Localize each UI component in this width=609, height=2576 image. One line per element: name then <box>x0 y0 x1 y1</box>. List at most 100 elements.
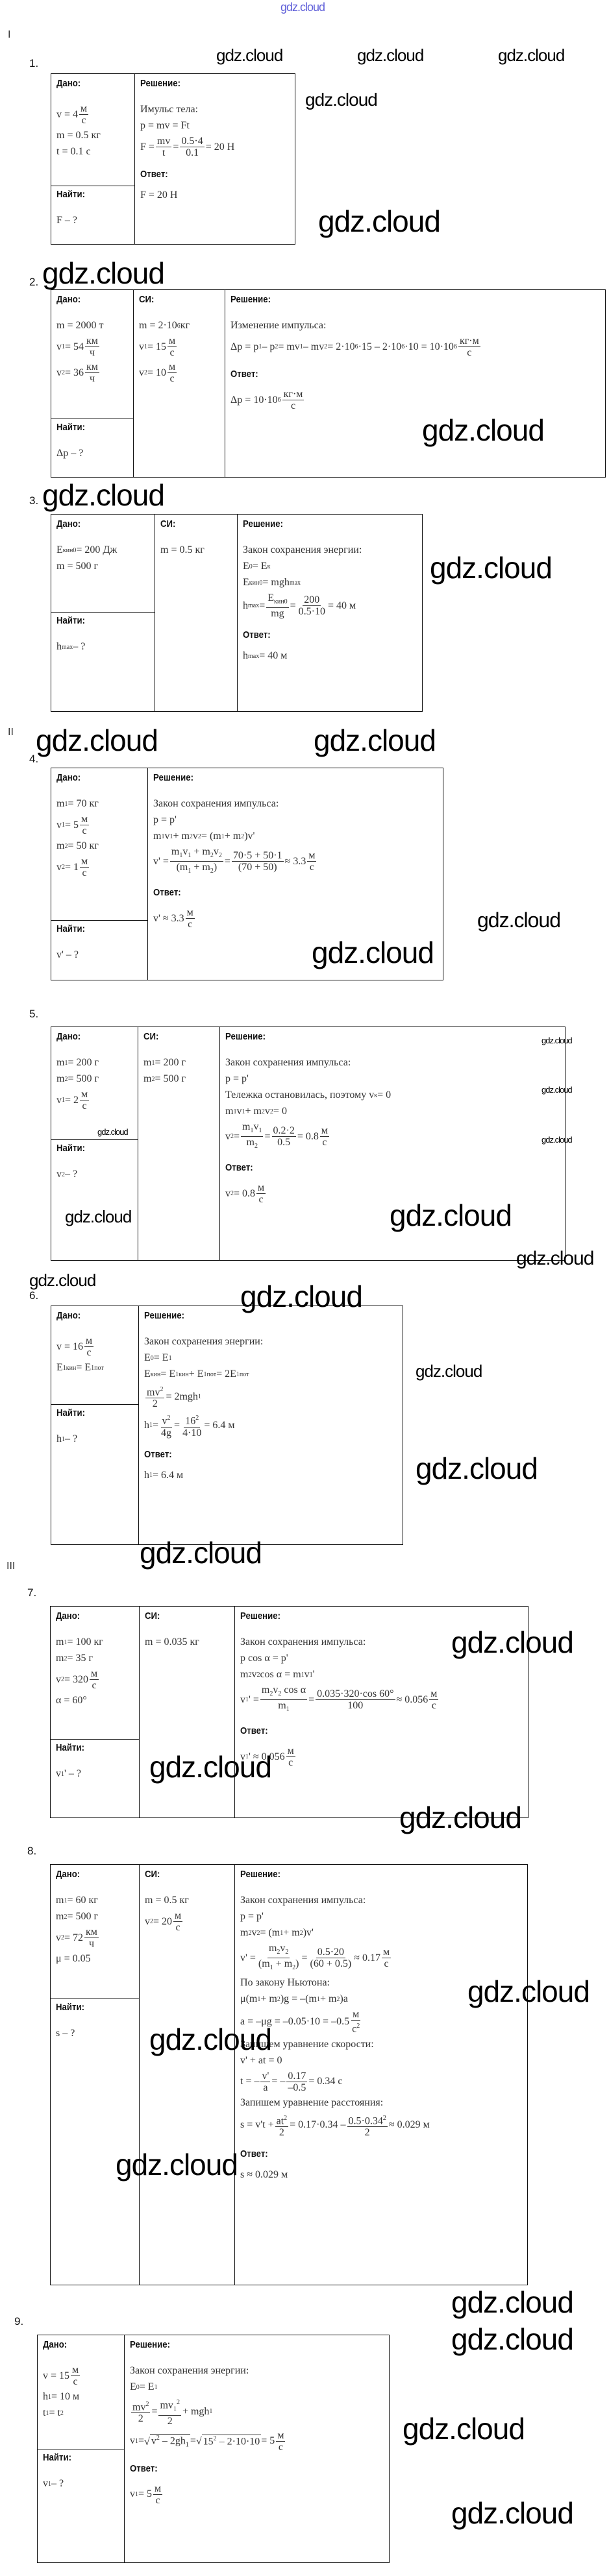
si-heading: СИ: <box>145 1610 160 1622</box>
radicand: 152 – 2·10·10 <box>201 2434 262 2448</box>
formula-text: ' – ? <box>64 1768 81 1779</box>
subscript: 1кин <box>175 1370 189 1378</box>
formula-text: p = mv = Ft <box>140 120 190 131</box>
subscript: 2 <box>210 868 214 875</box>
formula-text: = 500 г <box>67 1911 99 1922</box>
formula-text: ' <box>312 1669 315 1680</box>
given-heading: Дано: <box>56 772 81 783</box>
formula-text: ≈ 0.056 <box>396 1694 429 1705</box>
formula-text: м <box>81 856 88 867</box>
denominator: –0.5 <box>286 2082 307 2093</box>
denominator: с <box>258 1194 265 1205</box>
formula-text: м <box>277 2429 284 2441</box>
task-number: 7. <box>27 1586 37 1599</box>
formula-text: v' <box>262 2070 269 2082</box>
denominator: 4g <box>160 1428 173 1439</box>
formula-text: 100 <box>347 1700 364 1712</box>
denominator: (m1 + m2) <box>175 862 219 877</box>
formula-text: Запишем уравнение расстояния: <box>240 2096 384 2108</box>
denominator: с <box>155 2495 162 2506</box>
formula-text: ≈ 3.3 <box>284 855 306 867</box>
numerator: m1v1 <box>241 1121 264 1137</box>
subscript: 2 <box>248 1929 252 1937</box>
formula-text: м <box>91 1668 98 1679</box>
formula-text: = <box>234 1130 240 1142</box>
formula-text: = 10 <box>147 367 167 378</box>
formula-text: м <box>382 1947 390 1958</box>
subscript: 1 <box>64 800 68 808</box>
subscript: 1 <box>197 1393 201 1401</box>
formula-text: m = 0.035 кг <box>145 1636 199 1647</box>
formula-text: = 500 г <box>68 1073 99 1084</box>
formula-text: )v' <box>244 831 255 842</box>
fraction: 70·5 + 50·1(70 + 50) <box>231 850 284 873</box>
superscript: 6 <box>277 396 281 404</box>
find-heading: Найти: <box>56 189 85 200</box>
fraction: v'a <box>260 2070 271 2093</box>
solution-column: Решение:Закон сохранения импульса:p = p'… <box>220 1027 565 1260</box>
subscript: 1кин <box>62 1364 77 1372</box>
si-heading: СИ: <box>160 518 176 529</box>
subscript: 2 <box>61 1934 64 1941</box>
radical-sign: √ <box>195 2436 202 2448</box>
formula-text: E <box>243 561 249 572</box>
subscript: 1 <box>62 343 65 350</box>
formula-text: m <box>56 798 65 809</box>
formula-text: E <box>56 1362 63 1373</box>
formula-text: = <box>308 1694 315 1705</box>
formula-line: Закон сохранения энергии: <box>130 2364 384 2377</box>
formula-text: E <box>144 1352 151 1363</box>
formula-text: h <box>43 2391 48 2402</box>
formula-text: = 20 <box>153 1915 173 1927</box>
denominator: 4·10 <box>181 1428 203 1439</box>
subscript: 1 <box>62 821 65 829</box>
formula-text: м <box>287 1745 294 1757</box>
formula-text: км <box>86 1926 97 1938</box>
formula-text: + mgh <box>182 2405 210 2417</box>
formula-line: Закон сохранения импульса: <box>153 797 438 810</box>
numerator: м <box>173 1910 183 1922</box>
subscript: 0 <box>249 563 253 570</box>
subscript: 1 <box>168 1354 172 1362</box>
formula-text: v <box>164 831 170 842</box>
formula-text: –0.5 <box>288 2082 306 2093</box>
subscript: 2 <box>275 343 279 350</box>
formula-text: = E <box>153 1352 169 1363</box>
solution-heading: Решение: <box>230 294 271 305</box>
watermark: gdz.cloud <box>318 204 441 238</box>
superscript: 6 <box>453 343 457 350</box>
solution-heading: Решение: <box>243 518 283 529</box>
superscript: 2 <box>382 2114 386 2122</box>
formula-text: = <box>301 1952 308 1963</box>
formula-text: По закону Ньютона: <box>240 1977 330 1989</box>
formula-text: = 60 кг <box>67 1895 98 1906</box>
subscript: 1 <box>269 1964 273 1972</box>
formula-text: m <box>56 1636 64 1647</box>
task-number: 2. <box>29 276 39 288</box>
formula-text: + m <box>191 862 210 873</box>
formula-text: кг·м <box>283 389 303 400</box>
site-logo-link[interactable]: gdz.cloud <box>280 1 325 14</box>
watermark: gdz.cloud <box>97 1127 129 1137</box>
formula-text: v <box>192 831 198 842</box>
